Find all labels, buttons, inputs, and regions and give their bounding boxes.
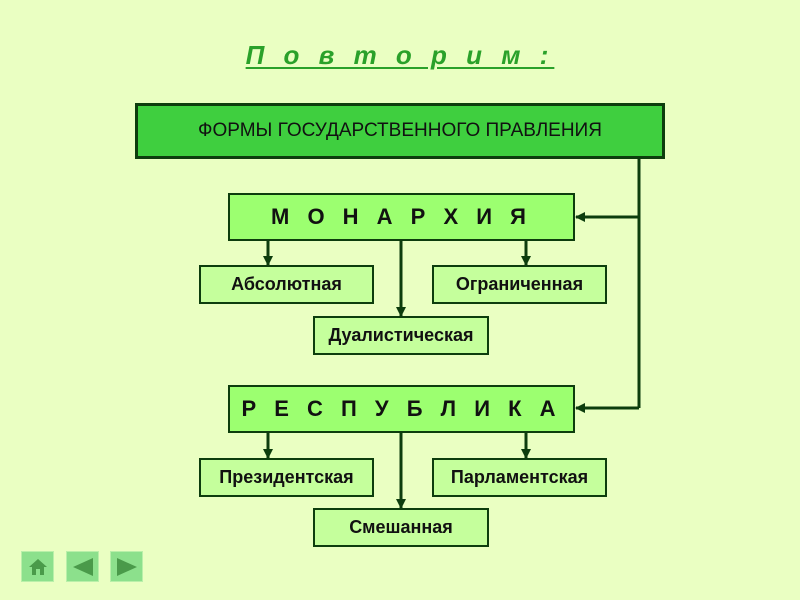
- limited-monarchy-box: Ограниченная: [432, 265, 607, 304]
- arrow-right-icon: [116, 557, 137, 576]
- forward-button[interactable]: [110, 551, 143, 582]
- presidential-republic-box: Президентская: [199, 458, 374, 497]
- root-box: ФОРМЫ ГОСУДАРСТВЕННОГО ПРАВЛЕНИЯ: [135, 103, 665, 159]
- home-icon: [28, 558, 47, 575]
- parliamentary-republic-box: Парламентская: [432, 458, 607, 497]
- mixed-republic-box: Смешанная: [313, 508, 489, 547]
- home-button[interactable]: [21, 551, 54, 582]
- back-button[interactable]: [66, 551, 99, 582]
- monarchy-box: М О Н А Р Х И Я: [228, 193, 575, 241]
- republic-box: Р Е С П У Б Л И К А: [228, 385, 575, 433]
- absolute-monarchy-box: Абсолютная: [199, 265, 374, 304]
- slide-title: П о в т о р и м :: [245, 40, 555, 70]
- arrow-left-icon: [72, 557, 93, 576]
- dualistic-monarchy-box: Дуалистическая: [313, 316, 489, 355]
